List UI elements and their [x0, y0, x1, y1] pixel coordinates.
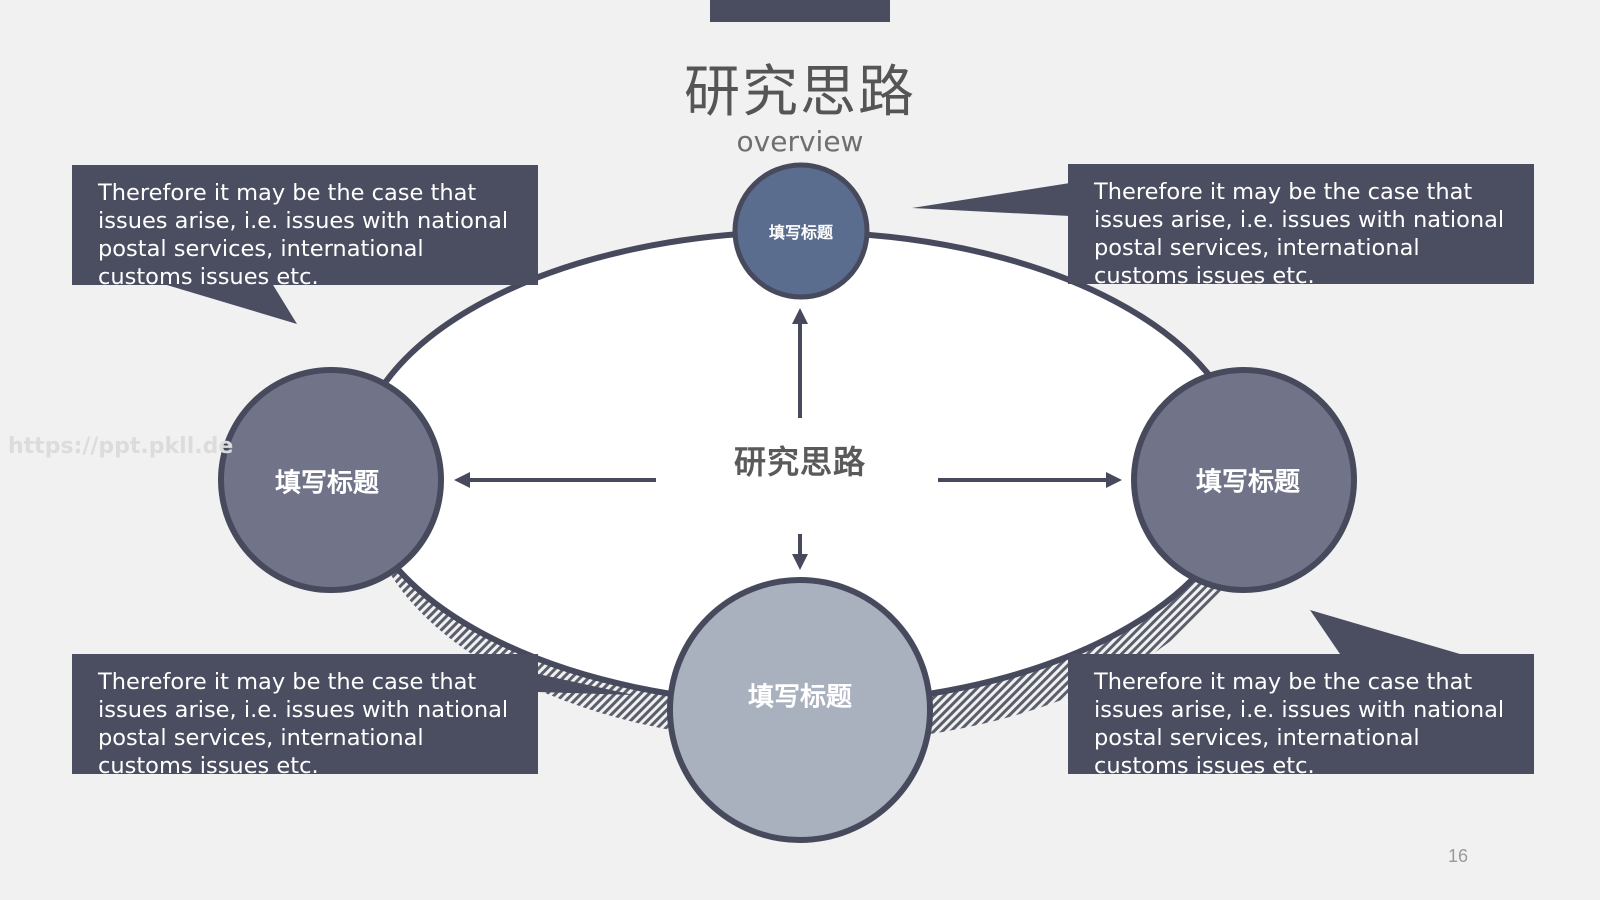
- center-label: 研究思路: [733, 443, 867, 481]
- callout-pointer-top-left: [150, 280, 297, 324]
- node-circle-left: [218, 367, 444, 593]
- node-label-bottom: 填写标题: [747, 682, 853, 713]
- page-title: 研究思路: [684, 60, 916, 125]
- callout-box-bottom-right: Therefore it may be the case that issues…: [1068, 654, 1534, 774]
- node-circle-right: [1131, 367, 1357, 593]
- arrowhead-right: [1106, 472, 1122, 488]
- arrowhead-up: [792, 308, 808, 324]
- node-label-left: 填写标题: [274, 468, 380, 499]
- arrowhead-left: [454, 472, 470, 488]
- callout-box-top-right: Therefore it may be the case that issues…: [1068, 164, 1534, 284]
- top-tab-bar: [710, 0, 890, 22]
- callout-text-bottom-right: Therefore it may be the case that issues…: [1094, 669, 1505, 774]
- callout-pointer-bottom-left: [538, 674, 634, 695]
- node-circle-bottom: [667, 577, 933, 843]
- page-subtitle: overview: [736, 125, 864, 158]
- callout-text-top-right: Therefore it may be the case that issues…: [1094, 179, 1505, 284]
- node-label-top: 填写标题: [768, 223, 834, 242]
- watermark-url: https://ppt.pkll.de: [8, 434, 234, 459]
- page-number: 16: [1448, 846, 1469, 866]
- callout-box-top-left: Therefore it may be the case that issues…: [72, 165, 538, 285]
- callout-pointer-bottom-right: [1310, 610, 1460, 654]
- arrowhead-down: [792, 554, 808, 570]
- callout-pointer-top-right: [912, 183, 1070, 216]
- node-label-right: 填写标题: [1195, 467, 1301, 498]
- callout-text-top-left: Therefore it may be the case that issues…: [98, 180, 509, 285]
- node-circle-top: [732, 162, 870, 300]
- callout-text-bottom-left: Therefore it may be the case that issues…: [98, 669, 509, 774]
- callout-box-bottom-left: Therefore it may be the case that issues…: [72, 654, 538, 774]
